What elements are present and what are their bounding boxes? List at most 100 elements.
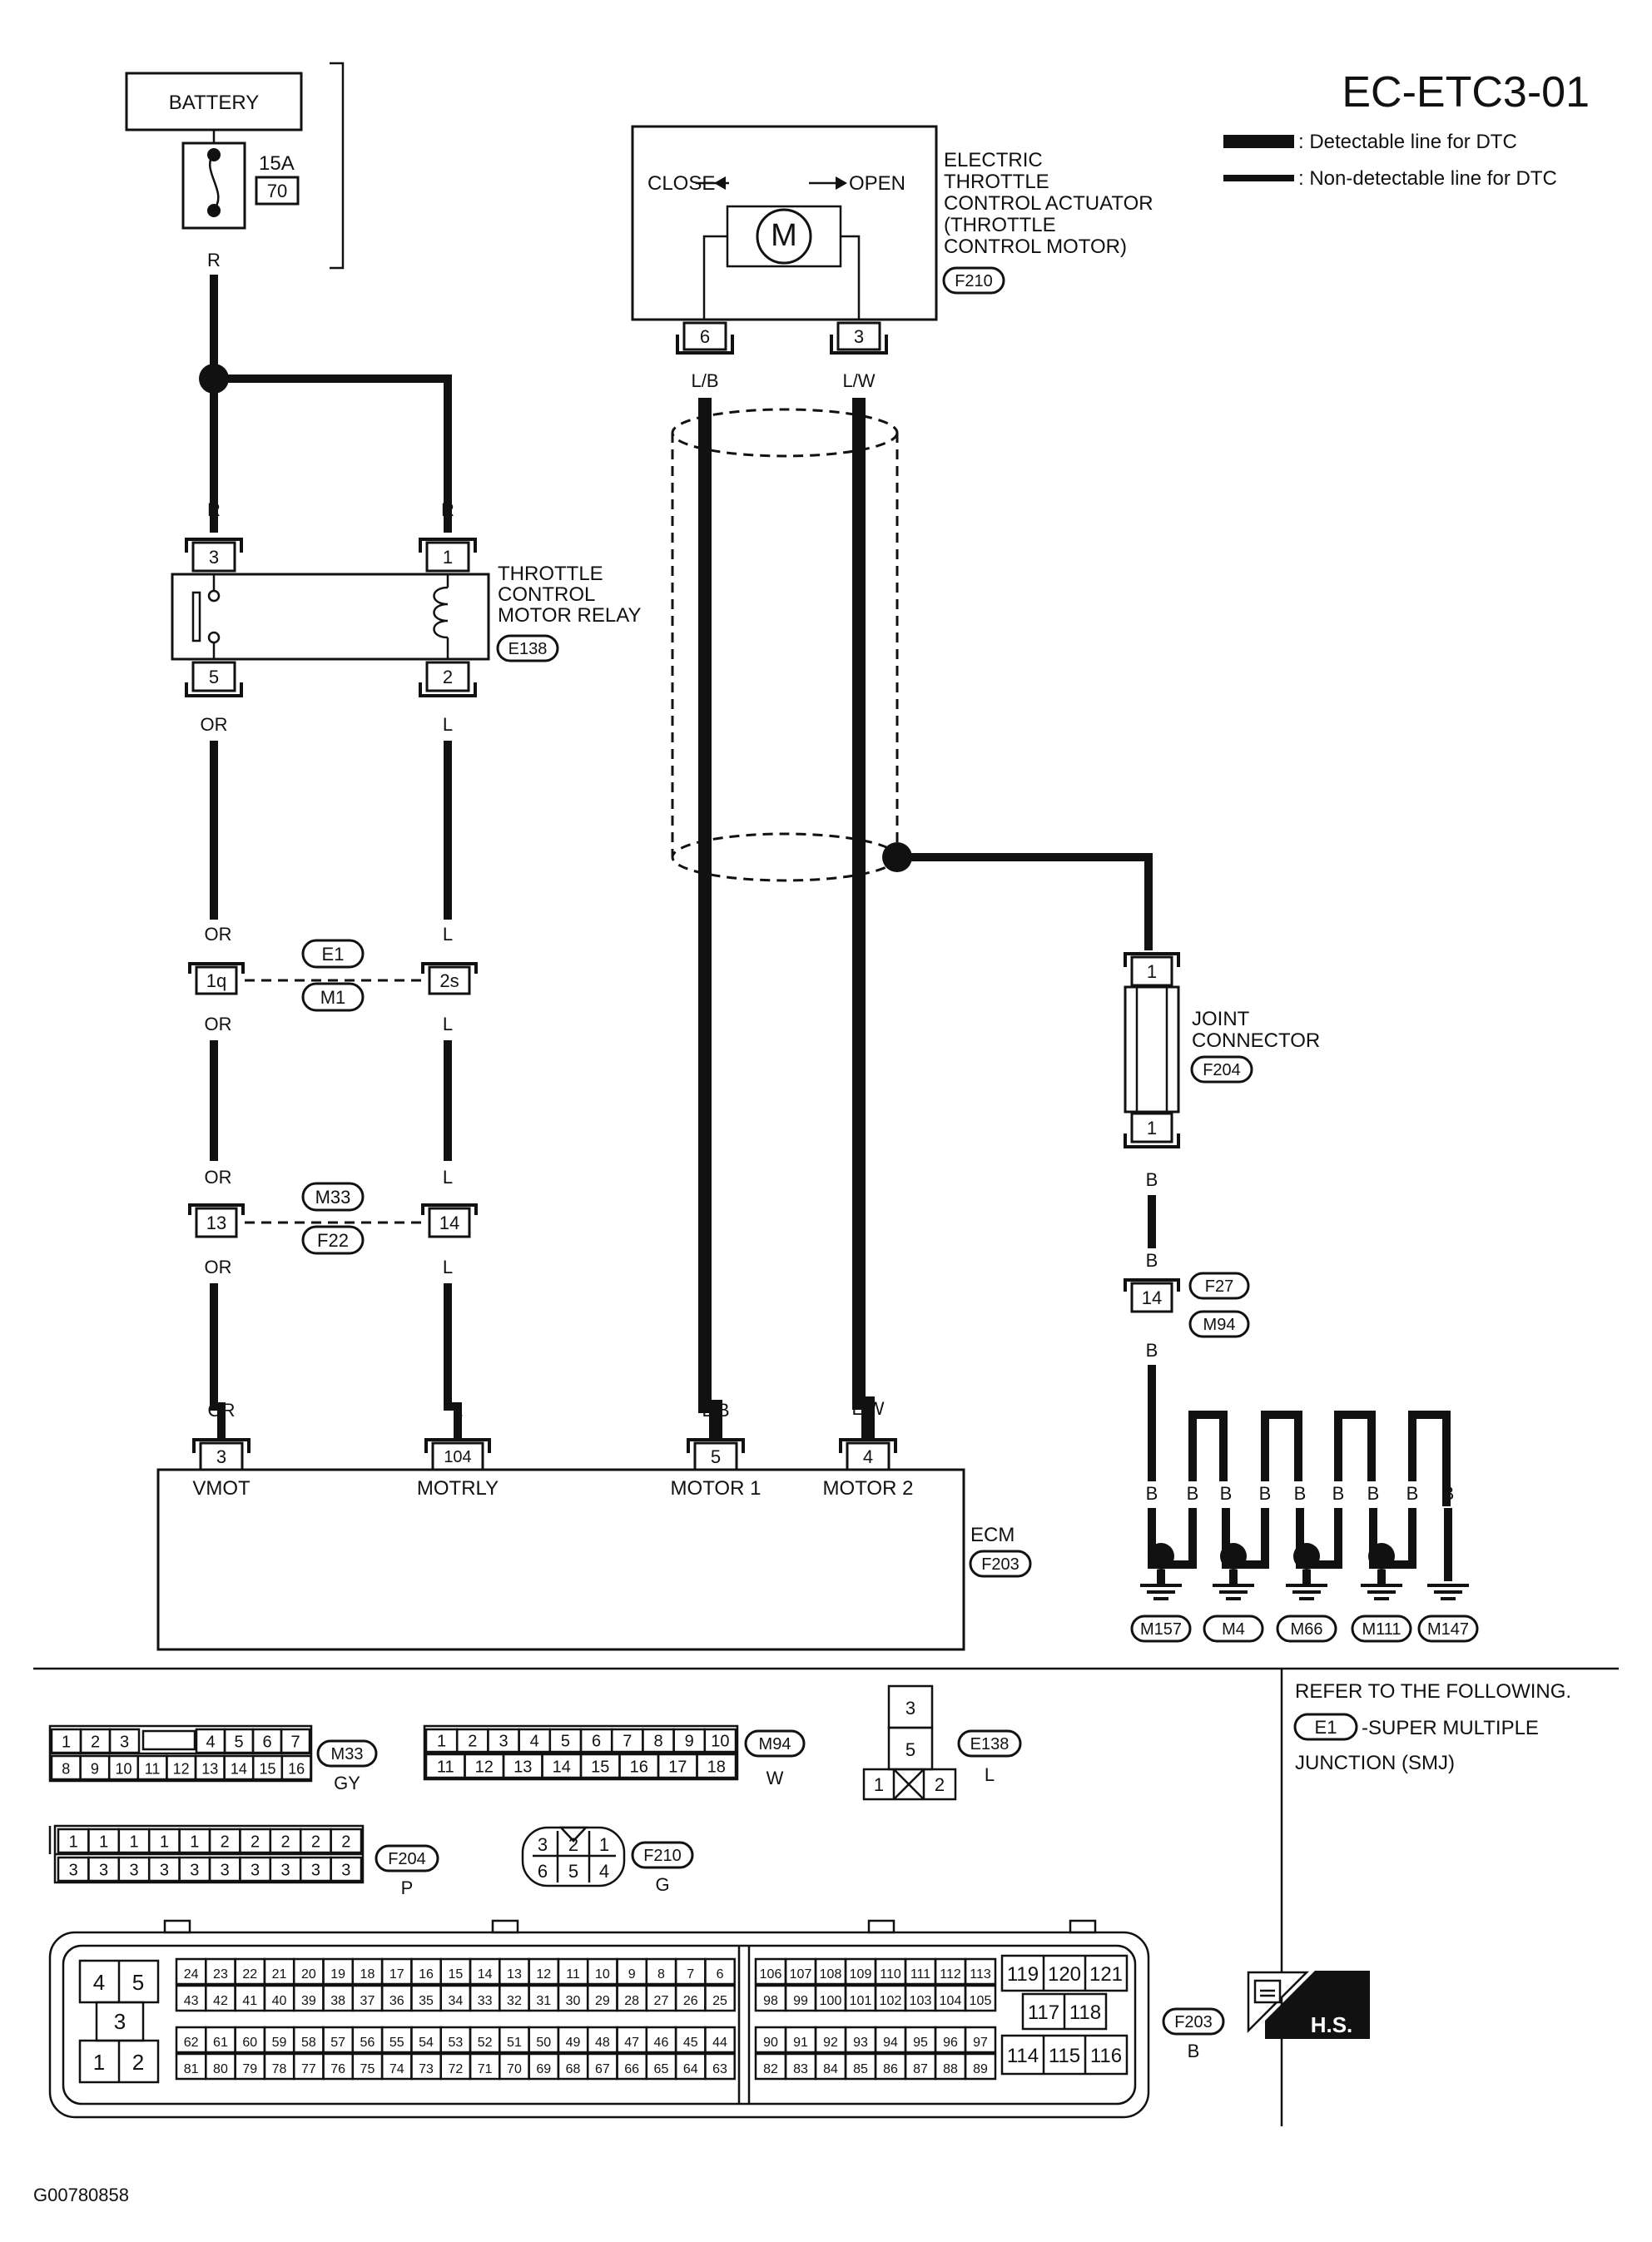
connector-pin-number: 3 [251, 1861, 260, 1879]
connector-pin-number: 1 [99, 1833, 108, 1851]
f210-pin-3: 3 [538, 1834, 548, 1855]
ecm-terminal-motor1: MOTOR 1 [671, 1477, 762, 1500]
connector-pin-number: 73 [419, 2062, 434, 2076]
connector-pin-number: 14 [478, 1967, 493, 1982]
ground-splice-m4 [1220, 1543, 1247, 1570]
connector-pin-number: 24 [184, 1967, 199, 1982]
f203-pin-5: 5 [132, 1970, 144, 1995]
junction-m33-f22: OR L 13 14 M33 F22 OR L [188, 1167, 478, 1277]
connector-pin-number: 83 [793, 2062, 808, 2076]
f210-pin-2: 2 [568, 1834, 578, 1855]
ground-color-6: B [1332, 1483, 1345, 1504]
j1-color-top-l: L [443, 924, 453, 945]
connector-pin-number: 13 [507, 1967, 522, 1982]
ground-point-m157: M157 [1140, 1620, 1182, 1639]
connector-pin-number: 61 [213, 2036, 228, 2050]
throttle-control-motor-relay: 3 1 5 2 THROTTLE CONTROL MOTOR RELAY E13… [171, 538, 641, 697]
m94-color: W [766, 1768, 784, 1788]
hs-label: H.S. [1311, 2012, 1353, 2037]
connector-pin-number: 42 [213, 1994, 228, 2008]
connector-pin-number: 1 [69, 1833, 78, 1851]
j2-connector-f22: F22 [317, 1230, 349, 1251]
ground-network: B B B B B B B B B [1130, 1411, 1479, 1643]
ecm-pin-104: 104 [444, 1448, 471, 1466]
connector-pin-number: 11 [145, 1760, 161, 1777]
reference-line-2: -SUPER MULTIPLE [1362, 1717, 1539, 1739]
e138-color: L [985, 1764, 995, 1785]
ground-junction-f27-m94: B 14 F27 M94 B [1124, 1250, 1250, 1361]
relay-wire-color-3: R [207, 499, 221, 520]
connector-pin-number: 106 [760, 1967, 782, 1982]
connector-pin-cell [964, 2026, 997, 2054]
battery-box [125, 72, 303, 131]
connector-pin-number: 100 [820, 1994, 842, 2008]
connector-pin-number: 104 [940, 1994, 962, 2008]
connector-pin-number: 3 [120, 1733, 129, 1751]
connector-pin-number: 11 [437, 1758, 454, 1776]
connector-pin-number: 1 [129, 1833, 138, 1851]
connector-pin-number: 51 [507, 2036, 522, 2050]
motor-symbol: M [771, 218, 797, 253]
connector-pin-number: 30 [566, 1994, 581, 2008]
connector-pin-cell [964, 1957, 997, 1986]
ecm-terminal-vmot: VMOT [192, 1477, 251, 1500]
connector-pin-number: 8 [62, 1760, 70, 1777]
connector-pin-number: 108 [820, 1967, 842, 1982]
connector-pin-number: 31 [536, 1994, 551, 2008]
f210-pin-4: 4 [599, 1861, 609, 1882]
connector-pin-number: 6 [717, 1967, 724, 1982]
e138-pin-3: 3 [905, 1698, 915, 1719]
connector-pin-cell [108, 1728, 141, 1754]
f210-pin-6: 6 [538, 1861, 548, 1882]
connector-pin-number: 64 [683, 2062, 698, 2076]
connector-pin-number: 21 [272, 1967, 287, 1982]
connector-pin-number: 72 [448, 2062, 463, 2076]
ecm-terminal-motrly: MOTRLY [417, 1477, 499, 1500]
j2-color-top-l: L [443, 1167, 453, 1188]
connector-pin-number: 1 [437, 1733, 446, 1751]
gj-connector-m94: M94 [1203, 1316, 1236, 1334]
connector-pin-number: 20 [301, 1967, 316, 1982]
actuator-connector-id: F210 [955, 272, 993, 290]
connector-pin-number: 6 [262, 1733, 271, 1751]
connector-pin-number: 102 [880, 1994, 902, 2008]
joint-pin-bottom: 1 [1147, 1118, 1157, 1138]
f203-pin-1: 1 [93, 2050, 105, 2075]
connector-pin-number: 17 [668, 1758, 687, 1776]
battery-wire-color: R [207, 250, 221, 270]
connector-pin-number: 2 [341, 1833, 350, 1851]
connector-pin-number: 55 [389, 2036, 404, 2050]
j2-color-bot-or: OR [205, 1257, 232, 1277]
reference-note: REFER TO THE FOLLOWING. E1 -SUPER MULTIP… [1293, 1680, 1571, 1774]
connector-pin-number: 63 [712, 2062, 727, 2076]
connector-pin-number: 111 [910, 1967, 930, 1982]
ecm-label: ECM [970, 1524, 1015, 1546]
connector-pin-number: 9 [628, 1967, 636, 1982]
connector-pin-number: 85 [853, 2062, 868, 2076]
f203-pin-117: 117 [1028, 2001, 1059, 2024]
connector-pin-cell [704, 1957, 736, 1986]
actuator-wire-lb: L/B [691, 370, 718, 391]
ground-point-m147: M147 [1427, 1620, 1469, 1639]
connector-pin-number: 43 [184, 1994, 199, 2008]
connector-pin-number: 13 [513, 1758, 532, 1776]
connector-pin-number: 109 [850, 1967, 872, 1982]
gj-connector-f27: F27 [1205, 1277, 1233, 1296]
f203-pin-3: 3 [114, 2009, 126, 2034]
actuator-name-line-1: ELECTRIC [944, 149, 1043, 171]
f203-id: F203 [1174, 2013, 1213, 2031]
connector-pin-number: 1 [62, 1733, 71, 1751]
connector-pin-number: 14 [231, 1760, 247, 1777]
j1-connector-m1: M1 [320, 987, 346, 1008]
relay-body [171, 573, 490, 661]
relay-connector-id: E138 [508, 640, 548, 658]
ground-color-8: B [1406, 1483, 1419, 1504]
connector-pin-number: 89 [973, 2062, 988, 2076]
connector-pin-number: 112 [940, 1967, 961, 1982]
connector-pin-cell [704, 2052, 736, 2081]
connector-pin-number: 110 [880, 1967, 901, 1982]
connector-pin-number: 33 [478, 1994, 493, 2008]
j2-pin-13: 13 [206, 1213, 226, 1233]
